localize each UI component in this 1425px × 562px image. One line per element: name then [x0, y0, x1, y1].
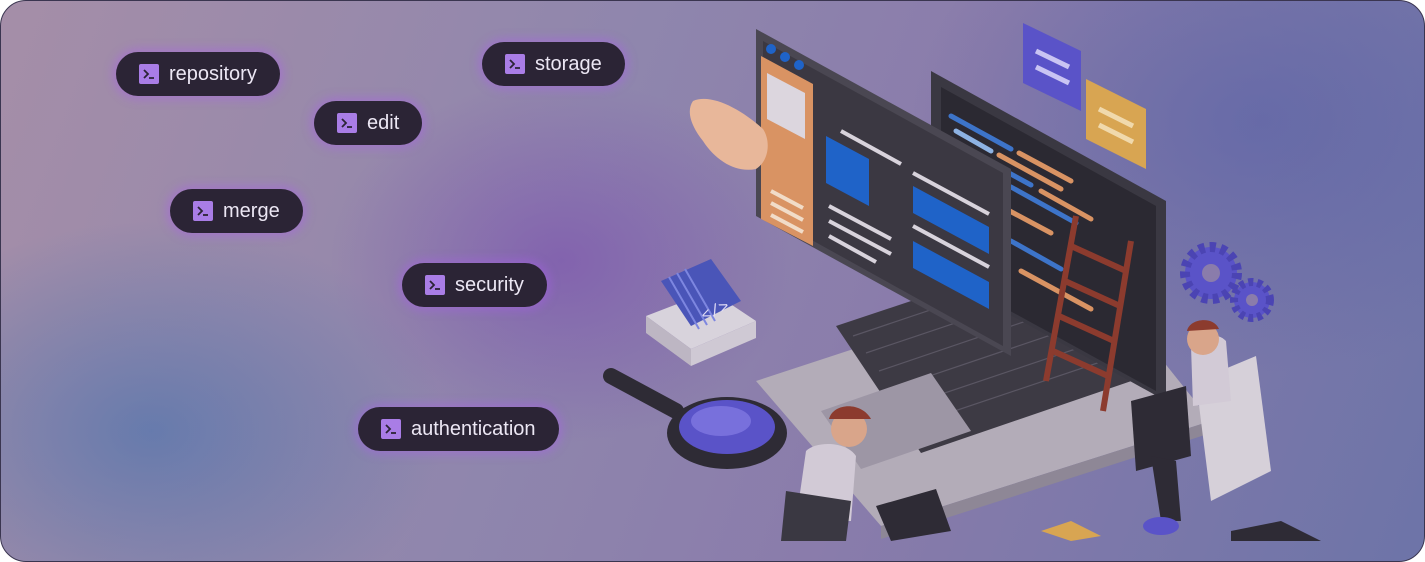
hand — [689, 98, 768, 170]
tag-label: edit — [367, 111, 400, 134]
terminal-icon — [381, 419, 401, 439]
gear-icon — [1180, 242, 1274, 322]
tag-authentication[interactable]: authentication — [358, 407, 559, 451]
developer-illustration: </> — [603, 23, 1321, 541]
crouching-developer — [781, 406, 951, 541]
ladder — [1043, 215, 1134, 412]
tag-storage[interactable]: storage — [482, 42, 625, 86]
tag-edit[interactable]: edit — [314, 101, 423, 145]
tag-label: security — [455, 273, 524, 296]
tag-label: merge — [223, 199, 280, 222]
terminal-icon — [505, 54, 525, 74]
magnifier-icon — [603, 368, 787, 469]
tag-repository[interactable]: repository — [116, 52, 280, 96]
terminal-icon — [337, 113, 357, 133]
tag-label: storage — [535, 52, 602, 75]
book-box: </> — [646, 259, 756, 366]
terminal-icon — [193, 201, 213, 221]
floating-card-orange — [1086, 79, 1146, 169]
crate-dark — [1231, 521, 1321, 541]
tag-label: authentication — [411, 417, 536, 440]
crate-orange — [1041, 521, 1101, 541]
tag-security[interactable]: security — [402, 263, 547, 307]
floating-card-purple — [1023, 23, 1081, 111]
terminal-icon — [425, 275, 445, 295]
terminal-icon — [139, 64, 159, 84]
tag-merge[interactable]: merge — [170, 189, 303, 233]
ui-monitor — [756, 29, 1011, 356]
seated-developer — [1131, 320, 1271, 535]
tag-label: repository — [169, 62, 257, 85]
